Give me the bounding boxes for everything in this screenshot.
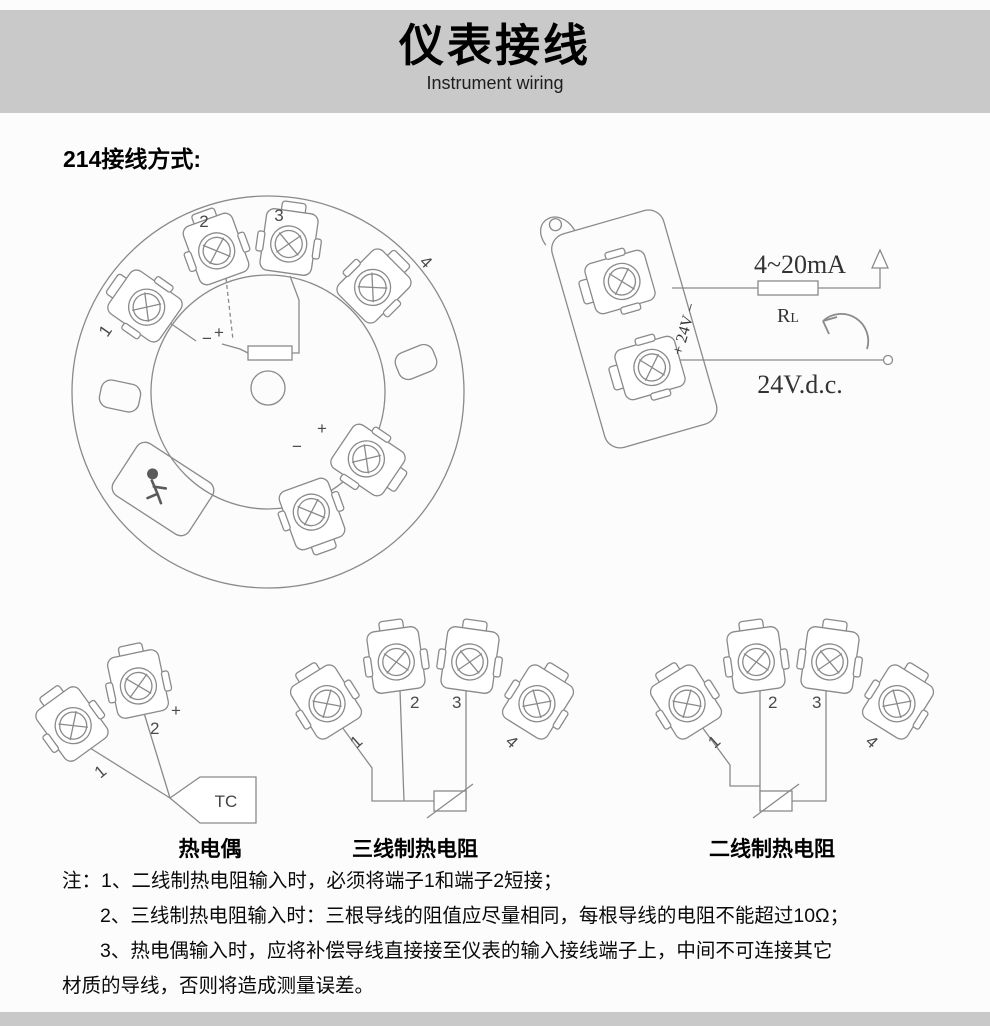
ground-label-plate: [111, 441, 215, 537]
arrow-up-symbol: [870, 248, 890, 269]
junction-minus-label: −: [202, 329, 212, 348]
rtd3-terminal-3: [433, 615, 508, 696]
loop-direction-arrow: [822, 313, 870, 350]
rtd3-terminal-1: [277, 650, 371, 746]
rtd3-terminal-number-1: 1: [346, 732, 366, 752]
page-title: 仪表接线: [398, 20, 591, 71]
load-resistor-label: RL: [777, 305, 799, 327]
output-plus-label: +: [317, 419, 327, 438]
note-line-3: 3、热电偶输入时，应将补偿导线直接接至仪表的输入接线端子上，中间不可连接其它: [100, 940, 833, 962]
terminal-number-2: 2: [199, 212, 208, 231]
section-heading: 214接线方式:: [63, 146, 202, 172]
three-wire-rtd-diagram: 1 2 3 4 三线制热电阻: [277, 615, 587, 861]
screw-terminal-2: [171, 199, 258, 290]
transmitter-head-diagram: 1 2 3 4 − + − +: [71, 195, 465, 589]
header-banner: 仪表接线 Instrument wiring: [0, 10, 990, 113]
head-internal-wiring: [169, 275, 300, 361]
tc-terminal-1: [21, 672, 117, 769]
screw-terminal-4: [328, 234, 426, 332]
tc-plus-label: +: [171, 701, 181, 720]
mounting-hole-right: [394, 343, 438, 381]
rtd2-terminal-number-1: 1: [704, 732, 724, 752]
supply-voltage-label: 24V.d.c.: [757, 370, 842, 399]
rtd3-terminal-number-3: 3: [452, 693, 461, 712]
bottom-bar: [0, 1012, 990, 1026]
tc-terminal-number-1: 1: [91, 761, 110, 782]
current-range-label: 4~20mA: [754, 250, 846, 279]
rtd2-terminal-number-3: 3: [812, 693, 821, 712]
tc-sensor-symbol: [168, 776, 257, 824]
rtd2-terminal-number-4: 4: [862, 732, 882, 752]
center-boss: [250, 370, 286, 406]
note-line-4: 材质的导线，否则将造成测量误差。: [62, 975, 375, 997]
housing-outline: [539, 209, 718, 449]
rtd3-terminal-4: [493, 650, 587, 746]
rtd3-terminal-2: [358, 615, 433, 696]
side-terminal-top: [572, 242, 660, 325]
rtd3-terminal-number-2: 2: [410, 693, 419, 712]
rtd2-terminal-4: [853, 650, 947, 746]
note-line-1: 注：1、二线制热电阻输入时，必须将端子1和端子2短接；: [62, 870, 563, 892]
page-subtitle: Instrument wiring: [426, 73, 564, 93]
tc-terminal-number-2: 2: [150, 719, 159, 738]
junction-plus-label: +: [214, 323, 224, 342]
rtd2-terminal-2: [718, 615, 793, 696]
output-terminal-minus: [270, 473, 357, 564]
loop-open-circle: [882, 354, 894, 366]
supply-polarity-label: + 24V −: [670, 301, 701, 357]
current-loop-diagram: 4~20mA RL 24V.d.c. + 24V −: [539, 209, 894, 449]
rtd2-caption: 二线制热电阻: [709, 837, 835, 861]
person-icon: [146, 468, 168, 505]
screw-terminal-3: [252, 197, 327, 278]
mounting-hole-left: [98, 379, 142, 413]
terminal-number-3: 3: [274, 206, 283, 225]
tc-terminal-2: [97, 637, 177, 722]
resistor-symbol: [247, 345, 293, 361]
tc-caption: 热电偶: [179, 837, 242, 861]
rtd3-caption: 三线制热电阻: [352, 837, 478, 861]
head-outline: [71, 195, 465, 589]
tc-wires: [89, 712, 257, 824]
load-resistor-symbol: [757, 280, 819, 296]
notes: 注：1、二线制热电阻输入时，必须将端子1和端子2短接； 2、三线制热电阻输入时：…: [62, 869, 944, 1009]
rtd2-terminal-number-2: 2: [768, 693, 777, 712]
tc-box-label: TC: [215, 792, 238, 811]
output-minus-label: −: [292, 437, 302, 456]
rtd2-terminal-1: [637, 650, 731, 746]
rtd3-wires: [341, 689, 474, 819]
terminal-number-1: 1: [95, 322, 116, 341]
loop-wires: [672, 248, 894, 366]
two-wire-rtd-diagram: 1 2 3 4 二线制热电阻: [637, 615, 947, 861]
rtd2-wires: [701, 690, 827, 819]
thermocouple-diagram: 1 2 + TC 热电偶: [21, 637, 257, 861]
note-line-2: 2、三线制热电阻输入时：三根导线的阻值应尽量相同，每根导线的电阻不能超过10Ω；: [100, 905, 850, 927]
rtd2-terminal-3: [793, 615, 868, 696]
load-resistor-sub: L: [790, 311, 799, 326]
rtd3-terminal-number-4: 4: [502, 732, 522, 752]
load-resistor-r: R: [777, 305, 791, 327]
terminal-number-4: 4: [416, 252, 436, 272]
